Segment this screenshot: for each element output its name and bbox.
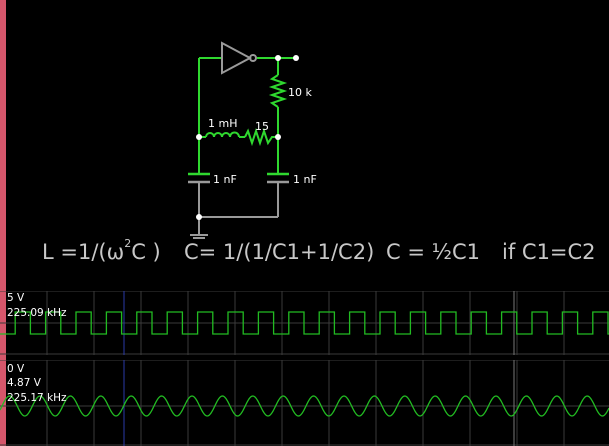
scope2-max-label: 4.87 V (7, 377, 41, 389)
formula-series-capacitance: C= 1/(1/C1+1/C2) (184, 240, 375, 264)
node-left-mid[interactable] (196, 134, 202, 140)
window-edge-bar (0, 0, 6, 446)
label-resistor-15: 15 (255, 120, 269, 133)
node-ground[interactable] (196, 214, 202, 220)
formula-resonance: L =1/(ω2C ) (42, 237, 161, 264)
scope1-min-label: 0 V (7, 363, 25, 375)
label-capacitor-left: 1 nF (213, 173, 237, 186)
label-resistor-10k: 10 k (288, 86, 312, 99)
resistor-10k[interactable] (268, 74, 288, 108)
formula-resonance-pre: L =1/(ω (42, 240, 125, 264)
formula-condition: if C1=C2 (502, 240, 596, 264)
capacitor-right[interactable] (267, 172, 289, 186)
formula-resonance-sup: 2 (124, 237, 132, 250)
scope2-freq-label: 225.17 kHz (7, 392, 67, 404)
scope-sine-wave[interactable] (0, 360, 609, 446)
circuit-canvas[interactable] (0, 0, 609, 240)
resistor-15[interactable] (244, 127, 278, 147)
node-output-end[interactable] (293, 55, 299, 61)
scope1-freq-label: 225.09 kHz (7, 307, 67, 319)
capacitor-left[interactable] (188, 172, 210, 186)
inductor-1mh[interactable] (205, 131, 240, 138)
ground-symbol[interactable] (190, 234, 208, 240)
scope1-trace (0, 311, 609, 335)
formula-half-capacitance: C = ½C1 (386, 240, 480, 264)
scope1-max-label: 5 V (7, 292, 25, 304)
node-right-mid[interactable] (275, 134, 281, 140)
scope2-trace (0, 395, 609, 417)
formula-resonance-post: C ) (131, 240, 161, 264)
label-capacitor-right: 1 nF (293, 173, 317, 186)
node-output[interactable] (275, 55, 281, 61)
inverter[interactable] (221, 41, 257, 75)
formula-text: L =1/(ω2C ) C= 1/(1/C1+1/C2) C = ½C1 if … (0, 237, 609, 272)
label-inductor: 1 mH (208, 117, 238, 130)
scope-square-wave[interactable] (0, 291, 609, 355)
